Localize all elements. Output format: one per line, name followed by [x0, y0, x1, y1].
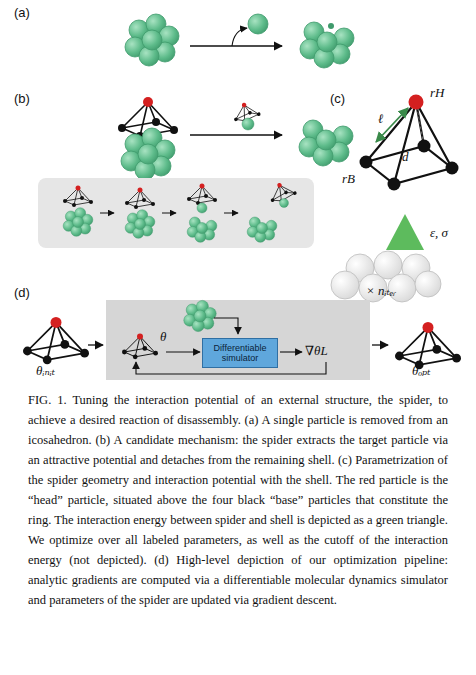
- panel-letter: (a): [14, 6, 30, 20]
- parameter-label: θᵢₙᵢₜ: [36, 364, 55, 378]
- simulator-box: Differentiable simulator: [202, 338, 278, 368]
- panel-letter: (b): [14, 92, 30, 106]
- iteration-label: × nᵢₜₑᵣ: [366, 284, 396, 298]
- parameter-label: θₒₚₜ: [412, 364, 431, 378]
- parameter-label: ℓ: [378, 112, 383, 126]
- parameter-label: d: [402, 150, 409, 164]
- parameter-label: rB: [342, 172, 355, 186]
- parameter-label: ε, σ: [430, 226, 448, 240]
- panel-letter: (d): [14, 286, 30, 300]
- parameter-label: rH: [430, 86, 444, 100]
- gradient-label: ∇θL: [305, 344, 328, 358]
- figure-caption: FIG. 1. Tuning the interaction potential…: [28, 390, 448, 610]
- box-label: Differentiable simulator: [203, 343, 277, 364]
- panel-letter: (c): [330, 92, 345, 106]
- parameter-label: θ: [160, 330, 166, 344]
